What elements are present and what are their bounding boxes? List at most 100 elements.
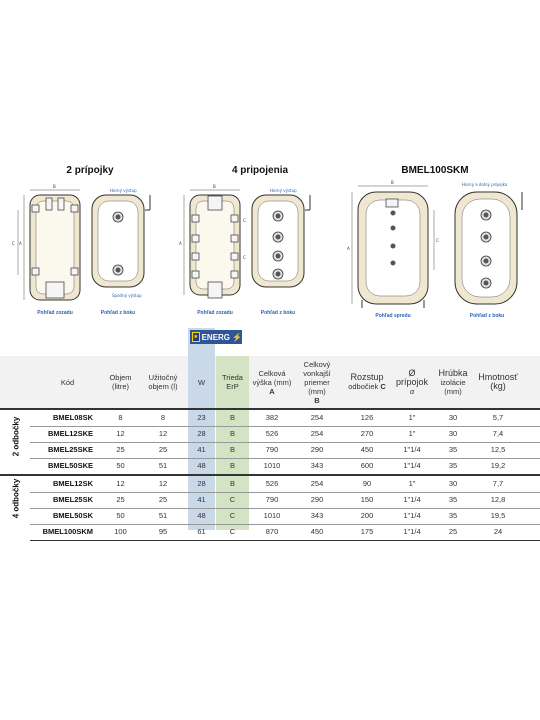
cell-rozstup: 126: [360, 413, 374, 422]
svg-text:Horný výstup: Horný výstup: [270, 188, 297, 193]
svg-text:C: C: [436, 238, 439, 243]
cell-pripojok: 1": [408, 479, 416, 488]
eu-flag-icon: ★: [192, 332, 200, 342]
cell-kod: BMEL50SK: [52, 511, 93, 520]
cell-vyska: 790: [265, 495, 279, 504]
cell-w: 48: [197, 461, 206, 470]
cell-kod: BMEL50SKE: [47, 461, 93, 470]
tank-drawings: A C B Horný výstup Spodný výstup: [12, 180, 523, 308]
cell-hrubka: 30: [448, 413, 458, 422]
caption-s1-side: Pohľad z boku: [100, 310, 136, 316]
cell-hrubka: 35: [448, 461, 458, 470]
cell-uzitocny-objem: 25: [158, 495, 168, 504]
cell-uzitocny-objem: 8: [160, 413, 166, 422]
cell-priemer: 254: [310, 429, 324, 438]
cell-vyska: 870: [265, 527, 279, 536]
cell-rozstup: 600: [360, 461, 374, 470]
cell-kod: BMEL12SK: [52, 479, 93, 488]
section-title-2-pripojky: 2 prípojky: [66, 165, 114, 176]
table-header-band: [0, 356, 540, 408]
cell-hmotnost: 7,7: [492, 479, 504, 488]
header-hmotnost: Hmotnosť (kg): [478, 372, 518, 391]
tank-2-side-view: Horný výstup Spodný výstup: [91, 188, 151, 298]
section-title-4-pripojenia: 4 pripojenia: [231, 165, 289, 176]
caption-s1-back: Pohľad zozadu: [37, 310, 73, 316]
cell-trieda: B: [229, 413, 235, 422]
tank-100-side-view: Horný a dolný prípojka: [454, 182, 523, 305]
caption-s2-back: Pohľad zozadu: [197, 310, 233, 316]
cell-pripojok: 1": [408, 413, 416, 422]
svg-text:Horný a dolný prípojka: Horný a dolný prípojka: [462, 182, 508, 187]
energy-label-logo: ★ ENERG ⚡: [190, 330, 242, 344]
cell-vyska: 526: [265, 429, 279, 438]
svg-text:A: A: [347, 246, 350, 251]
cell-rozstup: 200: [360, 511, 374, 520]
cell-priemer: 290: [310, 445, 324, 454]
lightning-icon: ⚡: [232, 332, 242, 342]
header-trieda-erp: Trieda ErP: [222, 373, 243, 391]
cell-hrubka: 35: [448, 495, 458, 504]
caption-s3-front: Pohľad spredu: [375, 313, 411, 319]
caption-s2-side: Pohľad z boku: [260, 310, 296, 316]
cell-w: 28: [197, 479, 206, 488]
cell-rozstup: 270: [360, 429, 374, 438]
tank-2-back-view: A C B: [12, 184, 81, 301]
cell-priemer: 343: [310, 461, 324, 470]
energy-logo-text: ENERG: [201, 332, 231, 342]
cell-objem: 8: [118, 413, 123, 422]
group-label-2-odbocky: 2 odbočky: [11, 416, 21, 457]
cell-vyska: 526: [265, 479, 279, 488]
cell-trieda: B: [229, 429, 235, 438]
group-label-4-odbocky: 4 odbočky: [11, 478, 21, 519]
caption-s3-side: Pohľad z boku: [469, 313, 505, 319]
cell-hmotnost: 19,5: [490, 511, 506, 520]
cell-objem: 12: [116, 479, 125, 488]
cell-hmotnost: 12,5: [490, 445, 506, 454]
cell-objem: 25: [116, 445, 125, 454]
cell-w: 41: [197, 495, 206, 504]
cell-objem: 12: [116, 429, 125, 438]
cell-priemer: 343: [310, 511, 324, 520]
svg-text:Spodný výstup: Spodný výstup: [112, 293, 142, 298]
cell-w: 23: [197, 413, 206, 422]
header-objem: Objem (litre): [109, 373, 132, 391]
header-uzitocny-objem: Užitočný objem (l): [148, 373, 178, 391]
svg-text:C: C: [243, 218, 246, 223]
cell-priemer: 450: [310, 527, 324, 536]
diagram-area: 2 prípojky 4 pripojenia BMEL100SKM A C B: [0, 0, 540, 330]
svg-text:B: B: [213, 184, 216, 189]
cell-trieda: C: [229, 527, 236, 536]
cell-trieda: C: [229, 511, 236, 520]
cell-rozstup: 150: [360, 495, 374, 504]
cell-trieda: C: [229, 495, 236, 504]
header-divider: [0, 408, 540, 410]
cell-uzitocny-objem: 12: [158, 429, 168, 438]
cell-hmotnost: 7,4: [492, 429, 504, 438]
cell-priemer: 290: [310, 495, 324, 504]
cell-vyska: 382: [265, 413, 279, 422]
cell-objem: 25: [116, 495, 125, 504]
erp-column-shade: [216, 356, 249, 530]
cell-kod: BMEL12SKE: [47, 429, 93, 438]
cell-uzitocny-objem: 12: [158, 479, 168, 488]
cell-hrubka: 35: [448, 511, 458, 520]
cell-vyska: 1010: [263, 461, 281, 470]
cell-vyska: 790: [265, 445, 279, 454]
header-kod: Kód: [60, 377, 75, 387]
cell-uzitocny-objem: 51: [158, 511, 168, 520]
cell-kod: BMEL100SKM: [42, 527, 93, 536]
cell-rozstup: 175: [360, 527, 374, 536]
svg-text:Horný výstup: Horný výstup: [110, 188, 137, 193]
cell-hrubka: 30: [448, 429, 458, 438]
cell-w: 41: [197, 445, 206, 454]
cell-pripojok: 1"1/4: [403, 511, 421, 520]
